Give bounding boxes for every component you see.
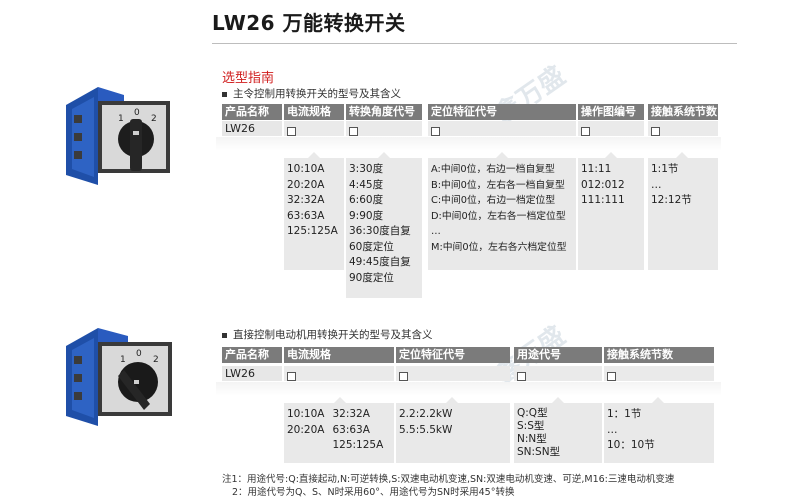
- table1-subtitle: 主令控制用转换开关的型号及其含义: [222, 86, 401, 101]
- checkbox-icon: [431, 127, 440, 136]
- t2-header-position: 定位特征代号: [396, 347, 510, 363]
- bullet-icon: [222, 332, 227, 338]
- t1-diagram-values: 11:11 012:012 111:111: [578, 158, 644, 270]
- t2-contacts-values: 1：1节 … 10：10节: [604, 403, 714, 463]
- table2-subtitle: 直接控制电动机用转换开关的型号及其含义: [222, 327, 433, 342]
- t2-position-cell: [396, 366, 510, 381]
- dial-mark-0: 0: [134, 108, 140, 118]
- t1-header-current: 电流规格: [284, 104, 344, 120]
- dial2-mark-1: 1: [120, 355, 126, 365]
- switch-photo-1: 1 0 2: [58, 75, 176, 193]
- footnotes: 注1：用途代号:Q:直接起动,N:可逆转换,S:双速电动机变速,SN:双速电动机…: [222, 473, 674, 499]
- checkbox-icon: [607, 372, 616, 381]
- footnote-2: 2：用途代号为Q、S、N时采用60°、用途代号为SN时采用45°转换: [232, 487, 515, 498]
- t2-header-current: 电流规格: [284, 347, 394, 363]
- t2-usage-cell: [514, 366, 602, 381]
- checkbox-icon: [287, 372, 296, 381]
- checkbox-icon: [517, 372, 526, 381]
- checkbox-icon: [287, 127, 296, 136]
- t2-product-code: LW26: [222, 366, 282, 381]
- table1-fade: [216, 137, 721, 151]
- t2-header-usage: 用途代号: [514, 347, 602, 363]
- t2-current-values: 10:10A 20:20A 32:32A 63:63A 125:125A: [284, 403, 394, 463]
- t1-angle-values: 3:30度 4:45度 6:60度 9:90度 36:30度自复 60度定位 4…: [346, 158, 422, 298]
- t2-current-cell: [284, 366, 394, 381]
- title-divider: [212, 43, 737, 44]
- checkbox-icon: [399, 372, 408, 381]
- t1-contacts-cell: [648, 121, 718, 136]
- page-title: LW26 万能转换开关: [212, 11, 406, 35]
- bullet-icon: [222, 91, 227, 97]
- t1-header-product: 产品名称: [222, 104, 282, 120]
- switch-photo-2: 1 0 2: [58, 318, 176, 436]
- t2-usage-values: Q:Q型 S:S型 N:N型 SN:SN型: [514, 403, 602, 463]
- dial2-mark-0: 0: [136, 349, 142, 359]
- t1-angle-cell: [346, 121, 422, 136]
- t1-header-angle: 转换角度代号: [346, 104, 422, 120]
- section-heading: 选型指南: [222, 71, 275, 86]
- checkbox-icon: [581, 127, 590, 136]
- t1-header-position: 定位特征代号: [428, 104, 576, 120]
- t1-position-values: A:中间0位，右边一档自复型 B:中间0位，左右各一档自复型 C:中间0位，右边…: [428, 158, 576, 270]
- t1-header-diagram: 操作图编号: [578, 104, 644, 120]
- t2-header-product: 产品名称: [222, 347, 282, 363]
- dial-mark-1: 1: [118, 114, 124, 124]
- t1-product-code: LW26: [222, 121, 282, 136]
- t1-position-cell: [428, 121, 576, 136]
- t2-contacts-cell: [604, 366, 714, 381]
- t2-position-values: 2.2:2.2kW 5.5:5.5kW: [396, 403, 510, 463]
- table2-fade: [216, 382, 721, 396]
- t1-current-values: 10:10A 20:20A 32:32A 63:63A 125:125A: [284, 158, 344, 270]
- footnote-1: 注1：用途代号:Q:直接起动,N:可逆转换,S:双速电动机变速,SN:双速电动机…: [222, 474, 675, 485]
- t1-header-contacts: 接触系统节数: [648, 104, 718, 120]
- t1-diagram-cell: [578, 121, 644, 136]
- dial2-mark-2: 2: [153, 355, 159, 365]
- t2-header-contacts: 接触系统节数: [604, 347, 714, 363]
- dial-mark-2: 2: [151, 114, 157, 124]
- checkbox-icon: [651, 127, 660, 136]
- t1-current-cell: [284, 121, 344, 136]
- t1-contacts-values: 1:1节 … 12:12节: [648, 158, 718, 270]
- checkbox-icon: [349, 127, 358, 136]
